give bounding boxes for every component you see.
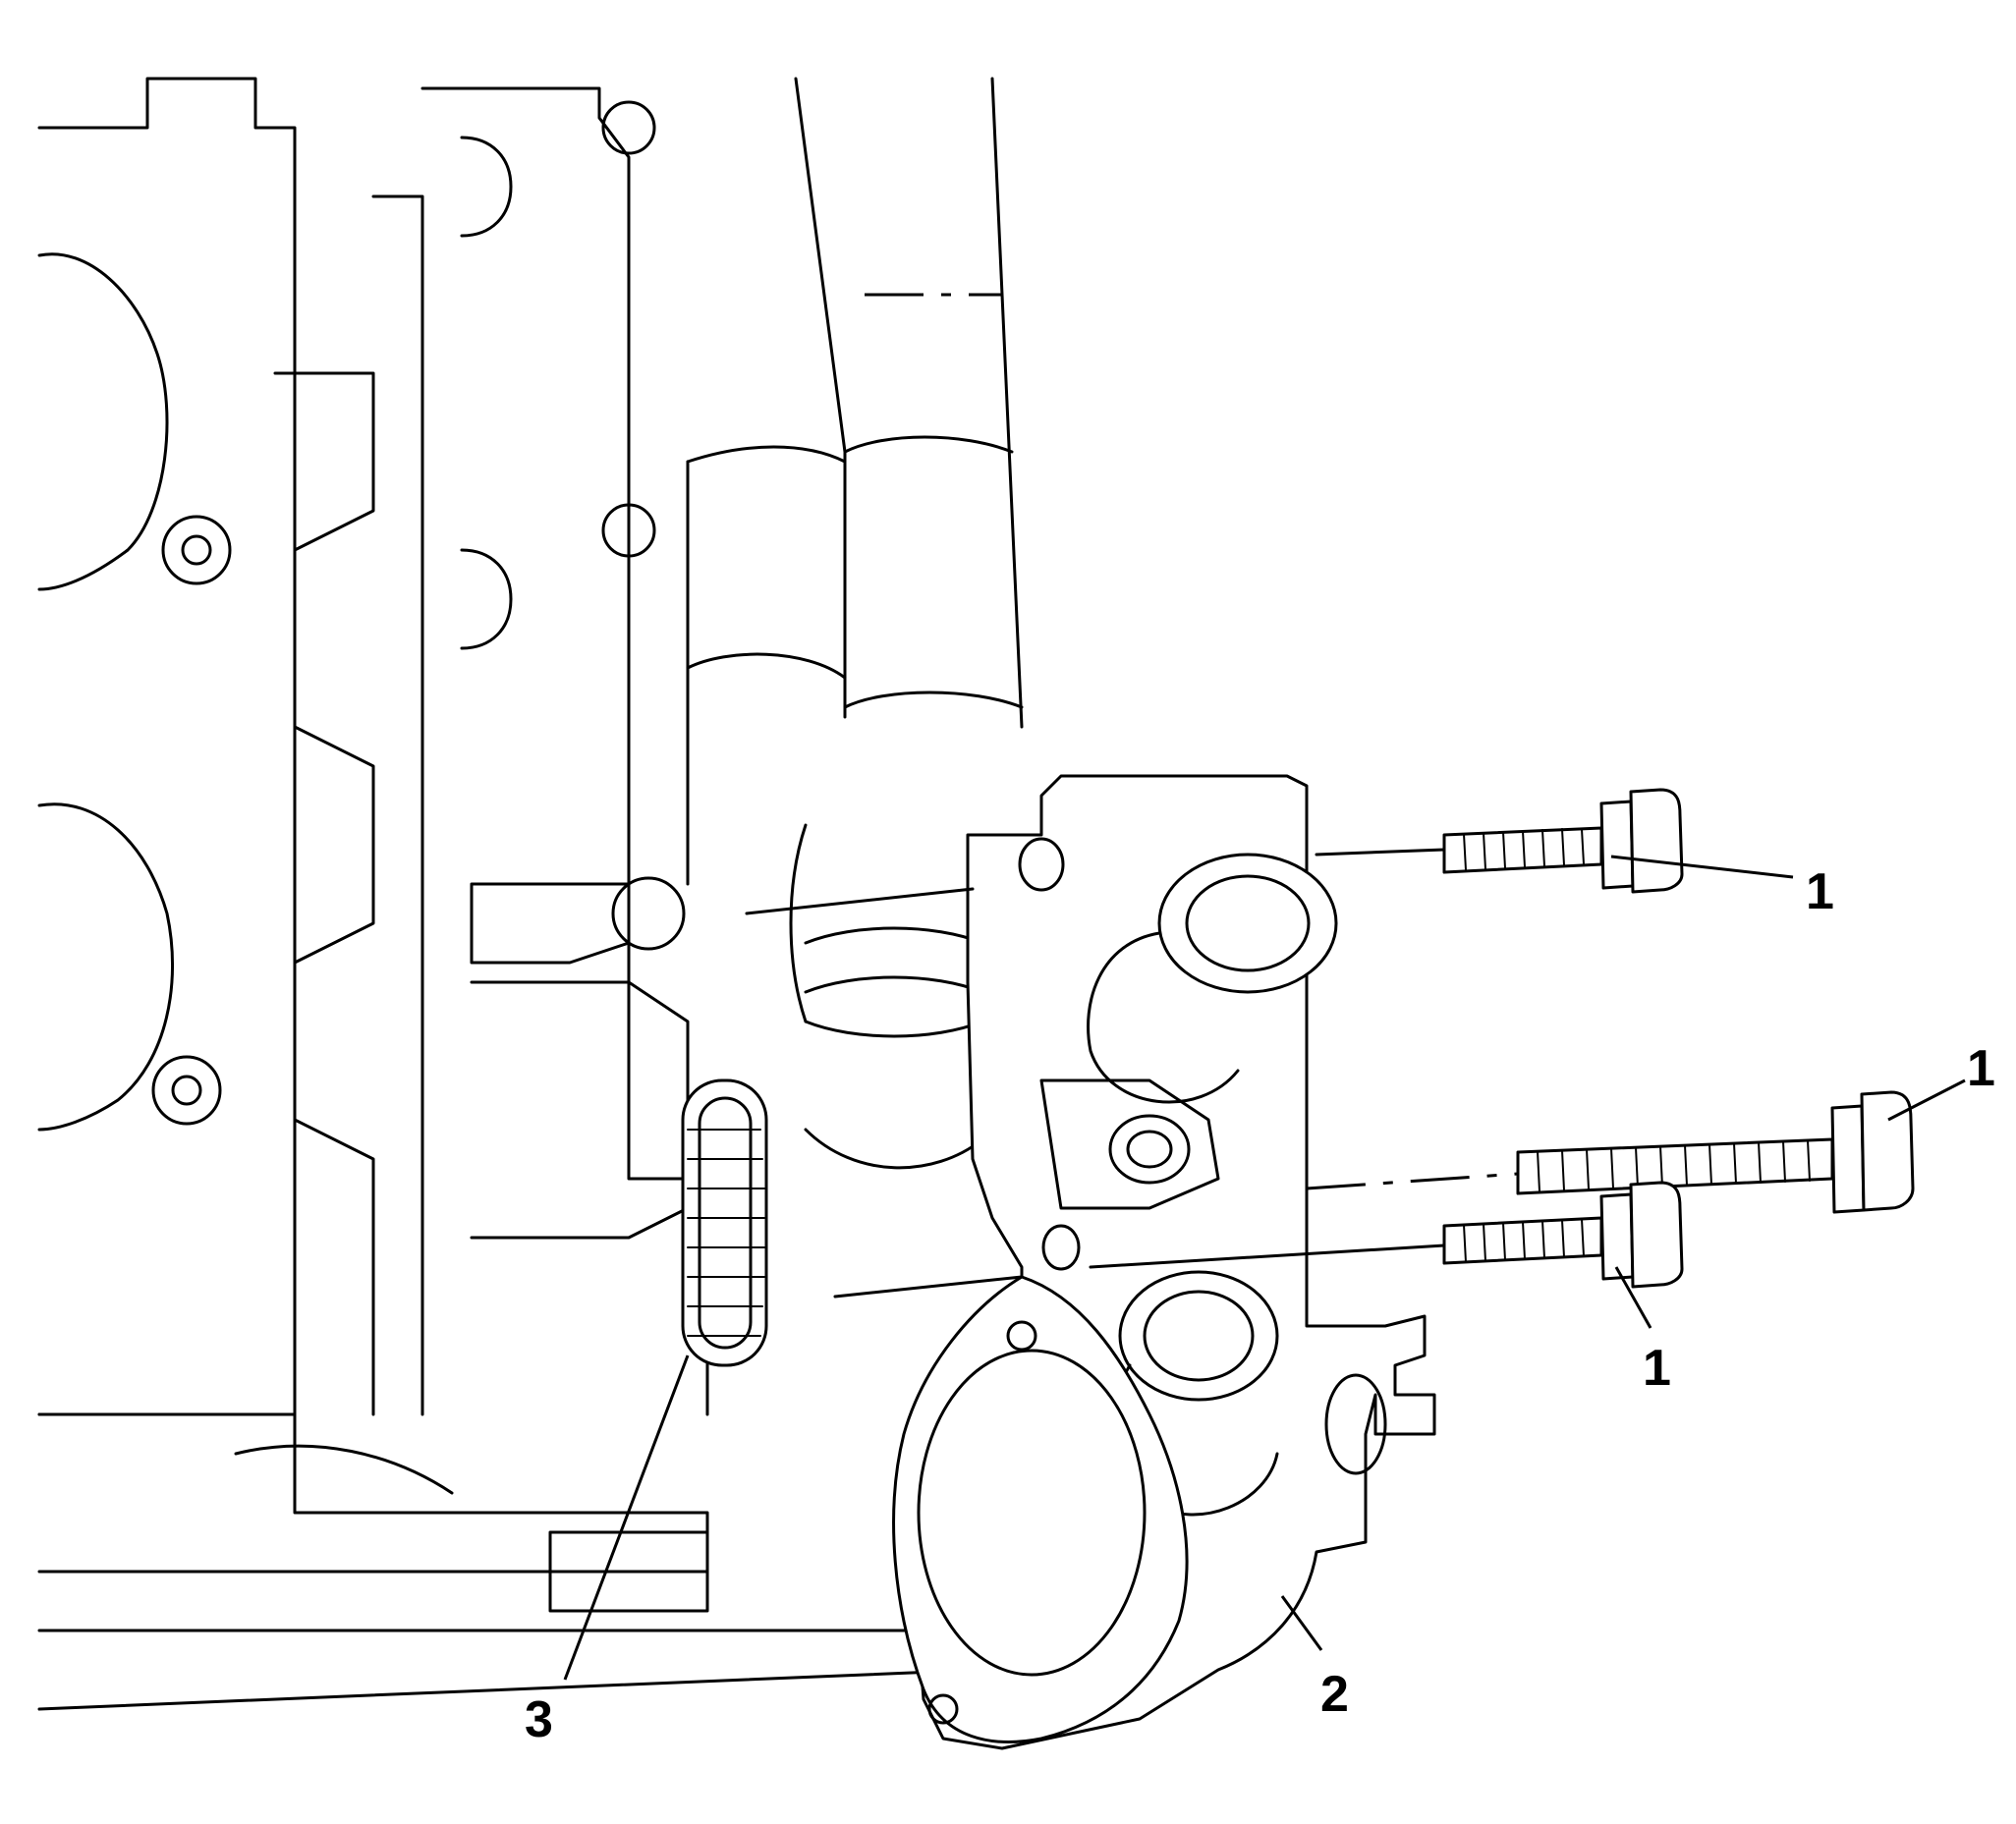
leader-housing <box>1280 1595 1323 1651</box>
callout-seal: 3 <box>525 1691 553 1748</box>
callout-labels: 1 1 1 2 3 <box>525 863 1995 1748</box>
bolt-long-part <box>1516 1090 1915 1214</box>
callout-bolt-long: 1 <box>1967 1040 1995 1097</box>
leader-bolt-lower <box>1614 1266 1652 1329</box>
bolt-lower-part <box>1442 1181 1684 1289</box>
callout-bolt-upper: 1 <box>1806 863 1834 920</box>
cylinder-head <box>37 77 984 1711</box>
leader-bolt-long <box>1887 1078 1966 1122</box>
leader-lines <box>563 855 1966 1681</box>
seal-gasket <box>681 1078 768 1367</box>
callout-housing: 2 <box>1320 1666 1349 1723</box>
leader-seal <box>563 1354 690 1681</box>
bolt-upper-part <box>1442 788 1684 894</box>
alignment-lines <box>745 848 1519 1299</box>
leader-bolt-upper <box>1610 855 1794 879</box>
callout-bolt-lower: 1 <box>1643 1340 1671 1397</box>
